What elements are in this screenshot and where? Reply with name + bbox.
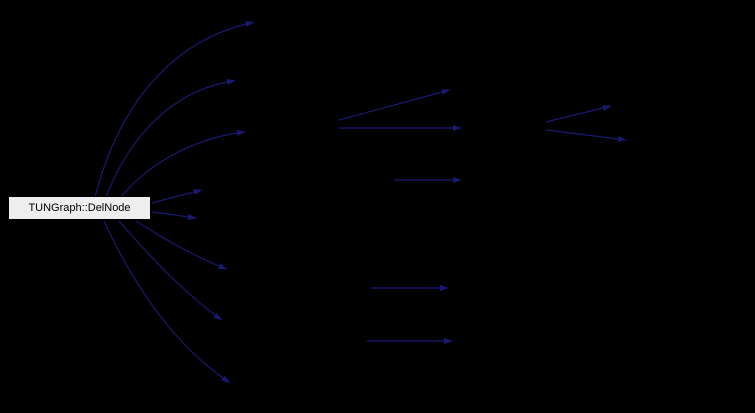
call-edge xyxy=(151,189,203,204)
call-edge xyxy=(135,220,228,270)
call-edge xyxy=(120,130,246,198)
call-edge xyxy=(118,220,223,321)
call-edge xyxy=(151,211,197,220)
call-edge xyxy=(94,21,255,198)
root-node-tungraph-delnode[interactable]: TUNGraph::DelNode xyxy=(8,196,151,220)
call-edge xyxy=(103,220,231,384)
call-edge xyxy=(545,129,627,142)
root-node-label: TUNGraph::DelNode xyxy=(28,201,131,214)
call-edge xyxy=(338,89,451,121)
call-edge xyxy=(545,105,612,123)
call-edge xyxy=(105,79,236,198)
